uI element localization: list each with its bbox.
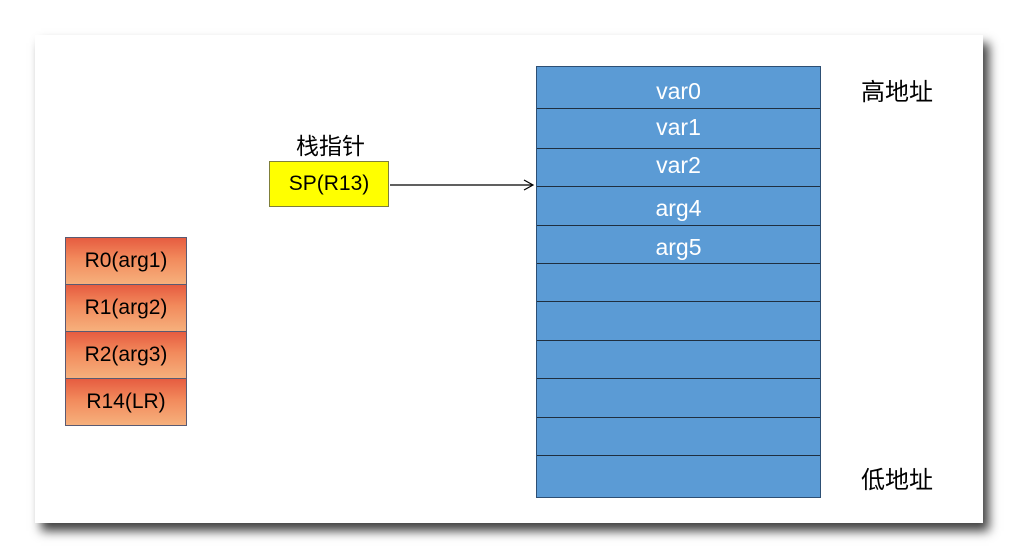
register-r14: R14(LR) [65, 378, 187, 426]
stack-slot: var1 [537, 108, 820, 148]
register-r1: R1(arg2) [65, 284, 187, 332]
stack-slot [537, 378, 820, 417]
stack-slot [537, 417, 820, 455]
diagram-canvas [35, 35, 983, 523]
stack-slot: var2 [537, 148, 820, 186]
stack-pointer-title: 栈指针 [296, 134, 365, 160]
low-address-label: 低地址 [861, 466, 933, 494]
stack-slot [537, 263, 820, 301]
stack-pointer-box: SP(R13) [269, 161, 389, 207]
register-r2: R2(arg3) [65, 331, 187, 379]
stack-slot [537, 455, 820, 497]
high-address-label: 高地址 [861, 78, 933, 106]
register-r0: R0(arg1) [65, 237, 187, 285]
stack-slot [537, 340, 820, 378]
stack-slot: var0 [656, 78, 701, 104]
stack-slot: arg4 [537, 186, 820, 225]
stack-slot [537, 301, 820, 340]
register-list: R0(arg1) R1(arg2) R2(arg3) R14(LR) [65, 237, 187, 426]
stack-memory: var0 var1 var2 arg4 arg5 [536, 66, 821, 498]
stack-slot: arg5 [537, 225, 820, 263]
